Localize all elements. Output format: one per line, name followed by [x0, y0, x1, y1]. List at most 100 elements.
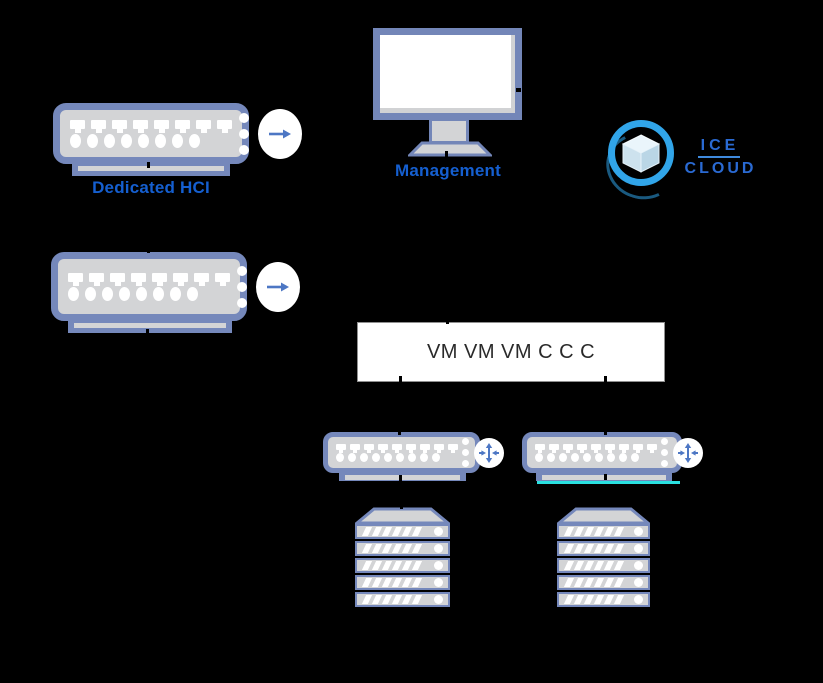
- server-stack-1: [355, 524, 450, 607]
- switch-badge: [673, 437, 703, 468]
- cloud-label: CLOUD: [684, 160, 757, 177]
- port-dot-icon: [153, 286, 164, 301]
- port-rows: [70, 119, 232, 148]
- connector-stub: [516, 88, 521, 92]
- vent-stripe-icon: [391, 544, 403, 553]
- ethernet-port-icon: [591, 443, 601, 450]
- monitor-stand: [429, 118, 469, 144]
- drive-led-icon: [634, 527, 643, 536]
- vent-stripe-icon: [613, 544, 625, 553]
- vent-stripe-icon: [573, 527, 585, 536]
- port-dot-icon: [102, 286, 113, 301]
- vent-stripe-icon: [593, 527, 605, 536]
- drive-led-icon: [434, 578, 443, 587]
- vent-stripe-icon: [401, 578, 413, 587]
- vent-stripe-icon: [401, 544, 413, 553]
- cyan-accent-line: [537, 481, 680, 484]
- network-switch-2: [522, 432, 703, 473]
- vent-stripe-icon: [593, 561, 605, 570]
- port-row-top: [336, 443, 458, 450]
- port-dot-icon: [360, 452, 368, 462]
- ethernet-port-icon: [131, 272, 146, 282]
- port-row-bottom: [336, 452, 458, 462]
- connector-stub: [148, 97, 151, 103]
- ethernet-port-icon: [173, 272, 188, 282]
- bidirectional-arrows-icon: [678, 442, 698, 463]
- vent-stripe-icon: [361, 544, 373, 553]
- vent-stripes: [361, 527, 423, 536]
- hci-appliance-1-front: [60, 108, 302, 159]
- ethernet-port-icon: [154, 119, 169, 129]
- vent-stripe-icon: [361, 561, 373, 570]
- vent-stripe-icon: [411, 544, 423, 553]
- server-slat: [355, 524, 450, 539]
- ethernet-port-icon: [175, 119, 190, 129]
- vent-stripe-icon: [583, 578, 595, 587]
- vent-stripes: [361, 544, 423, 553]
- port-rows: [336, 443, 458, 462]
- server-slat: [355, 558, 450, 573]
- port-dot-icon: [119, 286, 130, 301]
- ethernet-port-icon: [577, 443, 587, 450]
- vent-stripes: [563, 595, 625, 604]
- vent-stripe-icon: [573, 561, 585, 570]
- vent-stripe-icon: [583, 595, 595, 604]
- switch-2-front: [527, 437, 703, 468]
- arrow-badge: [258, 108, 302, 159]
- vent-stripe-icon: [603, 561, 615, 570]
- vent-stripes: [361, 561, 423, 570]
- status-led-icon: [661, 460, 668, 467]
- ethernet-port-icon: [68, 272, 83, 282]
- connector-stub: [147, 162, 150, 168]
- port-dot-icon: [187, 286, 198, 301]
- port-dot-icon: [85, 286, 96, 301]
- server-stack-2-top: [554, 507, 653, 529]
- vent-stripe-icon: [381, 595, 393, 604]
- status-led-icon: [462, 449, 469, 456]
- management-monitor-screen: [373, 28, 522, 120]
- server-stack-1-top: [352, 507, 453, 529]
- connector-stub: [602, 500, 605, 506]
- drive-led-icon: [434, 595, 443, 604]
- ethernet-port-icon: [336, 443, 346, 450]
- ethernet-port-icon: [194, 272, 209, 282]
- vent-stripe-icon: [563, 578, 575, 587]
- vent-stripe-icon: [593, 578, 605, 587]
- network-switch-1: [323, 432, 504, 473]
- server-slat: [355, 541, 450, 556]
- vent-stripe-icon: [391, 561, 403, 570]
- status-led-icon: [239, 112, 249, 123]
- port-dot-icon: [583, 452, 591, 462]
- vent-stripe-icon: [603, 527, 615, 536]
- vent-stripe-icon: [613, 595, 625, 604]
- vent-stripe-icon: [381, 578, 393, 587]
- vent-stripe-icon: [613, 527, 625, 536]
- vent-stripe-icon: [371, 544, 383, 553]
- port-dot-icon: [121, 133, 132, 148]
- port-dot-icon: [70, 133, 81, 148]
- ethernet-port-icon: [647, 443, 657, 450]
- port-dot-icon: [547, 452, 555, 462]
- ethernet-port-icon: [633, 443, 643, 450]
- server-slat: [355, 575, 450, 590]
- vent-stripe-icon: [583, 527, 595, 536]
- vm-label: VM VM VM C C C: [426, 340, 596, 363]
- port-row-bottom: [70, 133, 232, 148]
- ice-cube-icon: [618, 130, 664, 181]
- port-row-bottom: [68, 286, 230, 301]
- server-stack-2: [557, 524, 650, 607]
- vent-stripes: [563, 561, 625, 570]
- status-led-icon: [462, 460, 469, 467]
- vent-stripe-icon: [371, 595, 383, 604]
- arrow-right-icon: [269, 129, 291, 138]
- server-top-icon: [554, 507, 653, 525]
- port-dot-icon: [348, 452, 356, 462]
- vent-stripe-icon: [391, 578, 403, 587]
- vent-stripe-icon: [411, 578, 423, 587]
- led-column: [239, 112, 249, 155]
- server-slat: [557, 541, 650, 556]
- vent-stripe-icon: [391, 595, 403, 604]
- port-dot-icon: [87, 133, 98, 148]
- connector-stub: [147, 247, 150, 253]
- port-row-top: [70, 119, 232, 129]
